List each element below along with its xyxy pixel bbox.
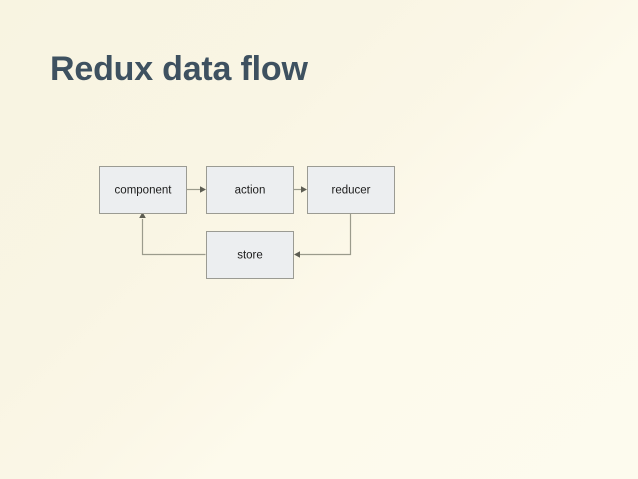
- node-reducer[interactable]: reducer: [307, 166, 395, 214]
- node-store[interactable]: store: [206, 231, 294, 279]
- edge-action-to-reducer: [293, 186, 307, 193]
- node-component-label: component: [115, 185, 173, 197]
- page-title: Redux data flow: [50, 50, 308, 88]
- edge-store-to-component: [139, 212, 206, 256]
- edge-component-to-action: [186, 186, 206, 193]
- node-action[interactable]: action: [206, 166, 294, 214]
- node-reducer-label: reducer: [332, 185, 371, 197]
- node-store-label: store: [237, 250, 263, 262]
- node-action-label: action: [235, 185, 266, 197]
- node-component[interactable]: component: [99, 166, 187, 214]
- edge-reducer-to-store: [294, 213, 352, 258]
